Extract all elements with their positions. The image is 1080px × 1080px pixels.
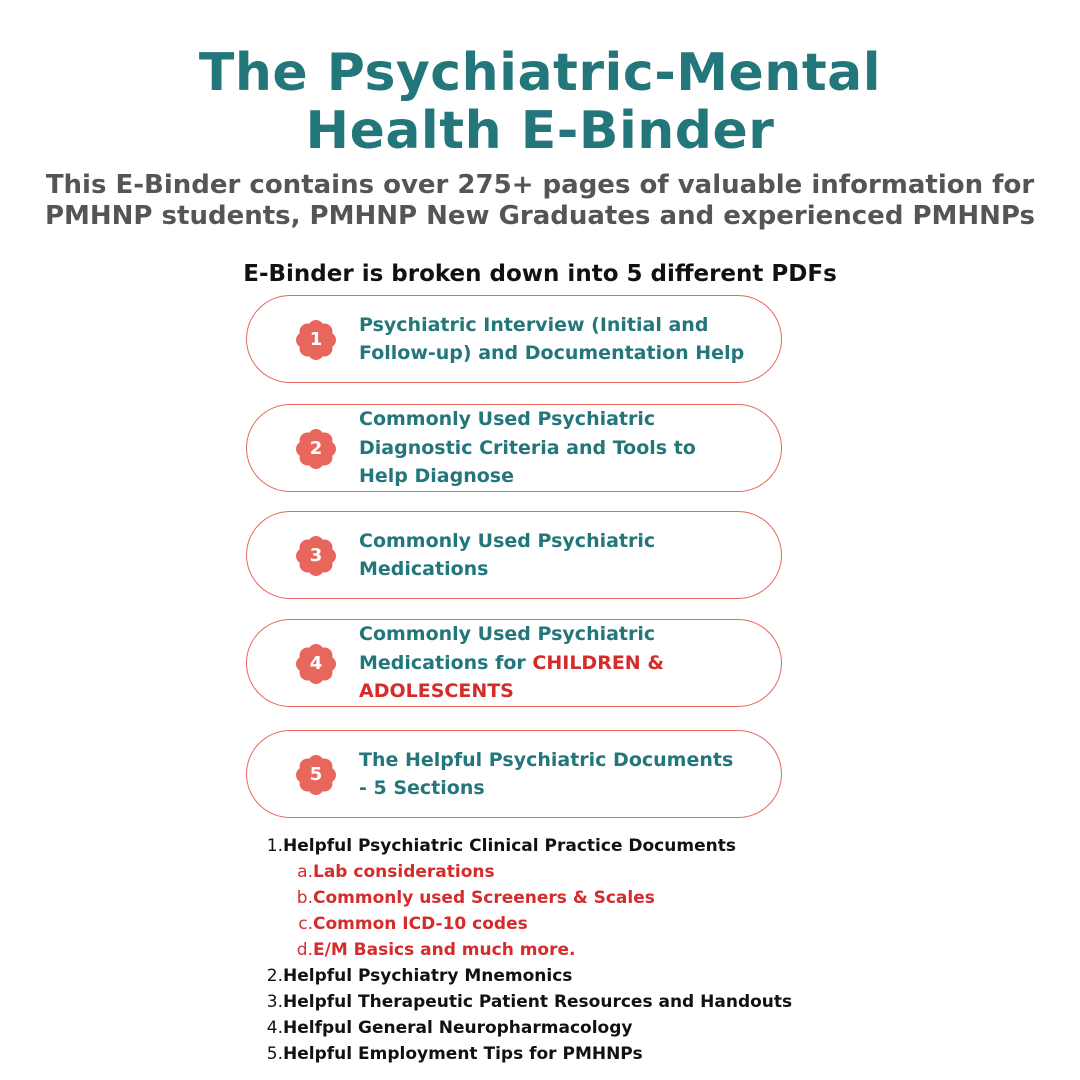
pdf-title-line: Medications for CHILDREN & <box>359 649 664 678</box>
subtitle-line-1: This E-Binder contains over 275+ pages o… <box>45 170 1035 200</box>
flower-badge-icon: 2 <box>295 428 337 470</box>
pdf-card-4: 4 Commonly Used Psychiatric Medications … <box>246 619 782 707</box>
title-line-2: Health E-Binder <box>305 101 775 161</box>
pdf-number: 2 <box>309 438 323 459</box>
title-line-1: The Psychiatric-Mental <box>198 43 882 103</box>
sub-list-item: a.Lab considerations <box>265 859 885 885</box>
list-item: 4.Helfpul General Neuropharmacology <box>265 1015 885 1041</box>
list-item-label: Helpful Therapeutic Patient Resources an… <box>283 992 793 1012</box>
pdf-title-highlight: CHILDREN & <box>532 651 664 674</box>
pdf-title-text: Medications for <box>359 651 533 674</box>
list-item: 1.Helpful Psychiatric Clinical Practice … <box>265 833 885 859</box>
pdf-card-1: 1 Psychiatric Interview (Initial and Fol… <box>246 295 782 383</box>
pdf-title-line: The Helpful Psychiatric Documents <box>359 748 734 771</box>
pdf-title-line: Follow-up) and Documentation Help <box>359 342 745 364</box>
pdf-card-2: 2 Commonly Used Psychiatric Diagnostic C… <box>246 404 782 492</box>
pdf-card-3: 3 Commonly Used Psychiatric Medications <box>246 511 782 599</box>
pdf-title-line: - 5 Sections <box>359 777 485 799</box>
flower-badge-icon: 1 <box>295 319 337 361</box>
flower-badge-icon: 3 <box>295 535 337 577</box>
list-item-label: Helpful Employment Tips for PMHNPs <box>283 1044 643 1064</box>
list-marker: 3. <box>266 992 283 1012</box>
sub-list-item: d.E/M Basics and much more. <box>265 937 885 963</box>
pdf-title: Commonly Used Psychiatric Diagnostic Cri… <box>359 405 769 491</box>
list-marker: 1. <box>266 836 283 856</box>
list-item-label: E/M Basics and much more. <box>313 940 576 960</box>
pdf-card-5: 5 The Helpful Psychiatric Documents - 5 … <box>246 730 782 818</box>
pdf-title-line: Help Diagnose <box>359 465 514 488</box>
list-marker: 4. <box>266 1018 283 1038</box>
pdf-title: Psychiatric Interview (Initial and Follo… <box>359 296 769 382</box>
page-subtitle: This E-Binder contains over 275+ pages o… <box>0 170 1080 232</box>
page-title: The Psychiatric-Mental Health E-Binder <box>0 44 1080 160</box>
sections-list: 1.Helpful Psychiatric Clinical Practice … <box>265 833 885 1067</box>
list-marker: d. <box>296 940 313 960</box>
pdf-title: Commonly Used Psychiatric Medications <box>359 512 769 598</box>
sub-list-item: b.Commonly used Screeners & Scales <box>265 885 885 911</box>
list-marker: b. <box>296 888 313 908</box>
list-item-label: Helpful Psychiatry Mnemonics <box>283 966 573 986</box>
list-marker: 5. <box>266 1044 283 1064</box>
list-marker: 2. <box>266 966 283 986</box>
pdf-title-line: Commonly Used Psychiatric <box>359 408 656 431</box>
list-marker: a. <box>297 862 313 882</box>
list-item-label: Common ICD-10 codes <box>313 914 528 934</box>
subtitle-line-2: PMHNP students, PMHNP New Graduates and … <box>44 201 1036 231</box>
list-item: 5.Helpful Employment Tips for PMHNPs <box>265 1041 885 1067</box>
flower-badge-icon: 4 <box>295 643 337 685</box>
list-item: 3.Helpful Therapeutic Patient Resources … <box>265 989 885 1015</box>
pdf-number: 3 <box>309 545 323 566</box>
pdf-title-line: Commonly Used Psychiatric <box>359 529 656 552</box>
flower-badge-icon: 5 <box>295 754 337 796</box>
list-item-label: Helpful Psychiatric Clinical Practice Do… <box>283 836 736 856</box>
pdf-title-line: Diagnostic Criteria and Tools to <box>359 436 696 459</box>
pdf-title: The Helpful Psychiatric Documents - 5 Se… <box>359 731 769 817</box>
list-item-label: Lab considerations <box>313 862 495 882</box>
list-marker: c. <box>298 914 313 934</box>
section-heading: E-Binder is broken down into 5 different… <box>243 261 837 287</box>
sub-list-item: c.Common ICD-10 codes <box>265 911 885 937</box>
pdf-title-line: Commonly Used Psychiatric <box>359 623 656 646</box>
pdf-title-highlight: ADOLESCENTS <box>359 680 514 703</box>
pdf-number: 4 <box>309 653 323 674</box>
pdf-title: Commonly Used Psychiatric Medications fo… <box>359 620 769 706</box>
pdf-number: 5 <box>309 764 323 785</box>
pdf-title-line: Psychiatric Interview (Initial and <box>359 313 709 336</box>
list-item: 2.Helpful Psychiatry Mnemonics <box>265 963 885 989</box>
pdf-number: 1 <box>309 329 323 350</box>
pdf-title-line: Medications <box>359 558 489 580</box>
list-item-label: Commonly used Screeners & Scales <box>313 888 655 908</box>
list-item-label: Helfpul General Neuropharmacology <box>283 1018 633 1038</box>
